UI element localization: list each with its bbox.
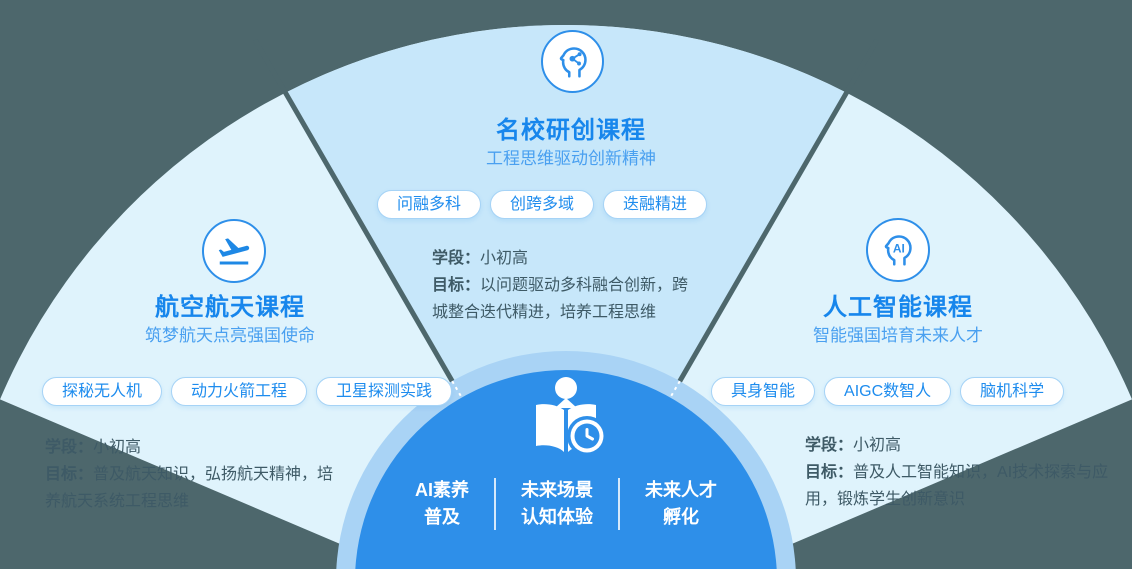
vertical-separator [618,478,620,530]
aerospace-tags: 探秘无人机 动力火箭工程 卫星探测实践 [42,377,453,406]
grade-value: 小初高 [853,437,902,454]
grade-label: 学段： [432,250,481,267]
grade-value: 小初高 [480,250,529,267]
tag-pill: 卫星探测实践 [316,377,453,406]
tag-pill: 具身智能 [711,377,816,406]
value-prop: AI素养 普及 [390,477,494,531]
goal-label: 目标： [432,277,481,294]
ai-icon-badge: AI [866,218,930,282]
research-title: 名校研创课程 [496,117,646,144]
tag-pill: 问融多科 [377,190,482,219]
vertical-separator [494,478,496,530]
grade-label: 学段： [805,437,854,454]
ai-title: 人工智能课程 [823,294,973,321]
research-icon-badge [541,30,604,93]
plane-takeoff-icon [218,238,250,265]
goal-value: 以问题驱动多科融合创新，跨城整合迭代精进，培养工程思维 [432,277,689,321]
research-tags: 问融多科 创跨多域 迭融精进 [377,190,708,219]
head-share-icon [559,46,587,78]
ai-info: 学段：小初高 目标：普及人工智能知识，AI技术探索与应用，锻炼学生创新意识 [805,432,1111,513]
tag-pill: 探秘无人机 [42,377,163,406]
aerospace-subtitle: 筑梦航天点亮强国使命 [145,326,315,345]
center-value-props: AI素养 普及 未来场景 认知体验 未来人才 孵化 [390,477,742,531]
grade-label: 学段： [45,439,94,456]
tag-pill: 创跨多域 [490,190,595,219]
value-prop: 未来场景 认知体验 [496,477,618,531]
value-prop-line2: 认知体验 [521,507,593,527]
right-divider-dashes [669,380,681,399]
value-prop-line2: 孵化 [663,507,699,527]
goal-value: 普及人工智能知识，AI技术探索与应用，锻炼学生创新意识 [805,464,1109,508]
aerospace-icon-badge [202,219,266,283]
grade-value: 小初高 [93,439,142,456]
aerospace-title: 航空航天课程 [155,294,305,321]
tag-pill: 脑机科学 [960,377,1065,406]
ai-subtitle: 智能强国培育未来人才 [813,326,983,345]
value-prop-line1: 未来场景 [521,480,593,500]
value-prop-line1: 未来人才 [645,480,717,500]
tag-pill: 迭融精进 [603,190,708,219]
left-divider-dashes [451,380,463,399]
value-prop: 未来人才 孵化 [620,477,742,531]
goal-label: 目标： [45,466,94,483]
tag-pill: 动力火箭工程 [171,377,308,406]
ai-icon-label: AI [893,241,905,255]
fan-top-wedge [285,25,847,569]
aerospace-info: 学段：小初高 目标：普及航天知识，弘扬航天精神，培养航天系统工程思维 [45,434,341,515]
research-info: 学段：小初高 目标：以问题驱动多科融合创新，跨城整合迭代精进，培养工程思维 [432,245,704,326]
goal-label: 目标： [805,464,854,481]
ai-tags: 具身智能 AIGC数智人 脑机科学 [711,377,1065,406]
value-prop-line2: 普及 [424,507,460,527]
value-prop-line1: AI素养 [415,480,469,500]
tag-pill: AIGC数智人 [824,377,952,406]
research-subtitle: 工程思维驱动创新精神 [486,149,656,168]
reading-book-clock-icon [536,377,607,456]
center-circle [355,370,777,569]
head-ai-icon: AI [884,235,912,266]
goal-value: 普及航天知识，弘扬航天精神，培养航天系统工程思维 [45,466,334,510]
